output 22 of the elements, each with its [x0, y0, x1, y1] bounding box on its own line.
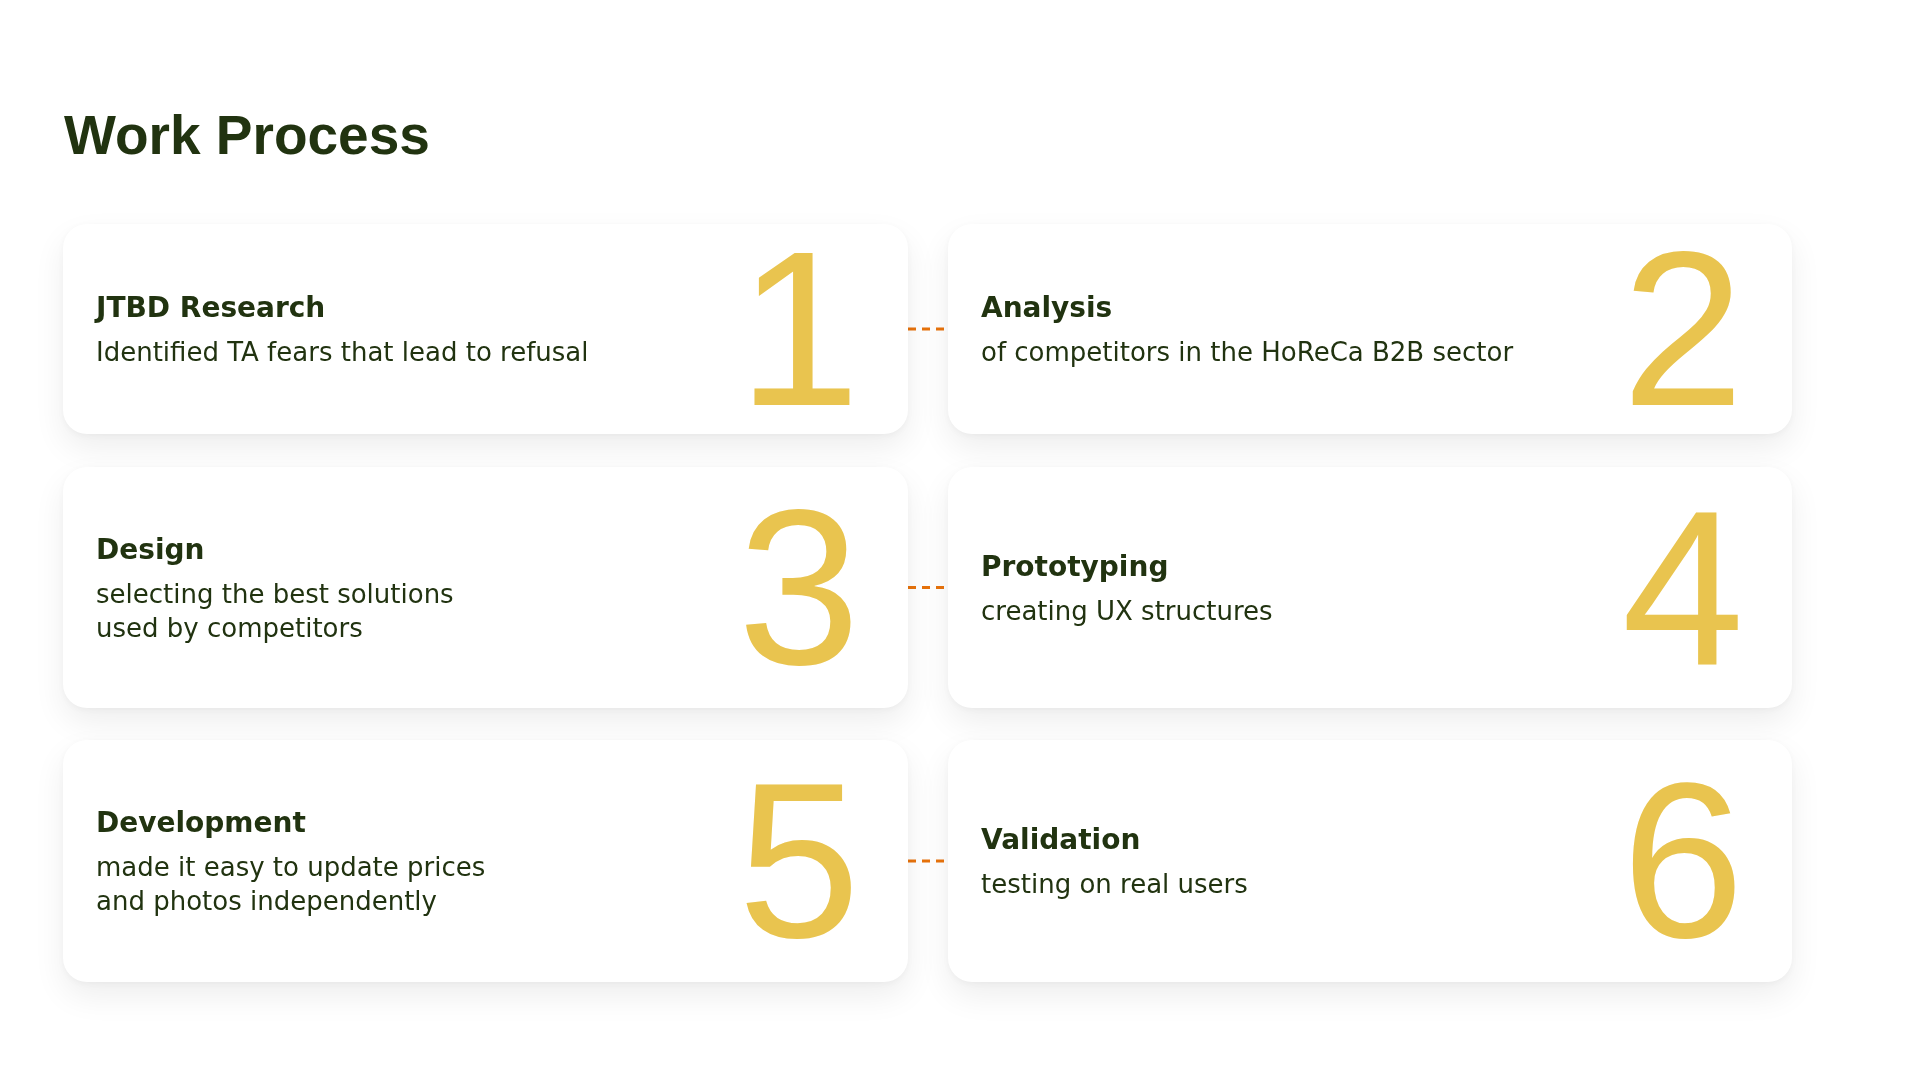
- step-number: 6: [1621, 773, 1744, 949]
- step-number: 3: [737, 499, 860, 676]
- step-title: Development: [96, 805, 306, 841]
- step-number: 5: [737, 773, 860, 949]
- step-card: [63, 224, 908, 434]
- step-description: selecting the best solutions used by competitors: [96, 577, 455, 645]
- step-title: Validation: [981, 822, 1141, 858]
- step-title: Prototyping: [981, 548, 1169, 585]
- step-description: Identified TA fears that lead to refusal: [96, 336, 589, 369]
- step-title: JTBD Research: [96, 290, 326, 326]
- step-title: Design: [96, 531, 205, 568]
- step-description: testing on real users: [981, 868, 1248, 901]
- step-card: [63, 467, 908, 708]
- step-description: made it easy to update prices and photos independently: [96, 851, 487, 918]
- step-card: [63, 740, 908, 982]
- page-title: Work Process: [64, 103, 430, 168]
- step-number: 2: [1621, 241, 1744, 417]
- step-description: of competitors in the HoReCa B2B sector: [981, 336, 1514, 369]
- step-number: 4: [1621, 499, 1744, 676]
- step-title: Analysis: [981, 290, 1113, 326]
- step-number: 1: [737, 241, 860, 417]
- step-description: creating UX structures: [981, 594, 1273, 628]
